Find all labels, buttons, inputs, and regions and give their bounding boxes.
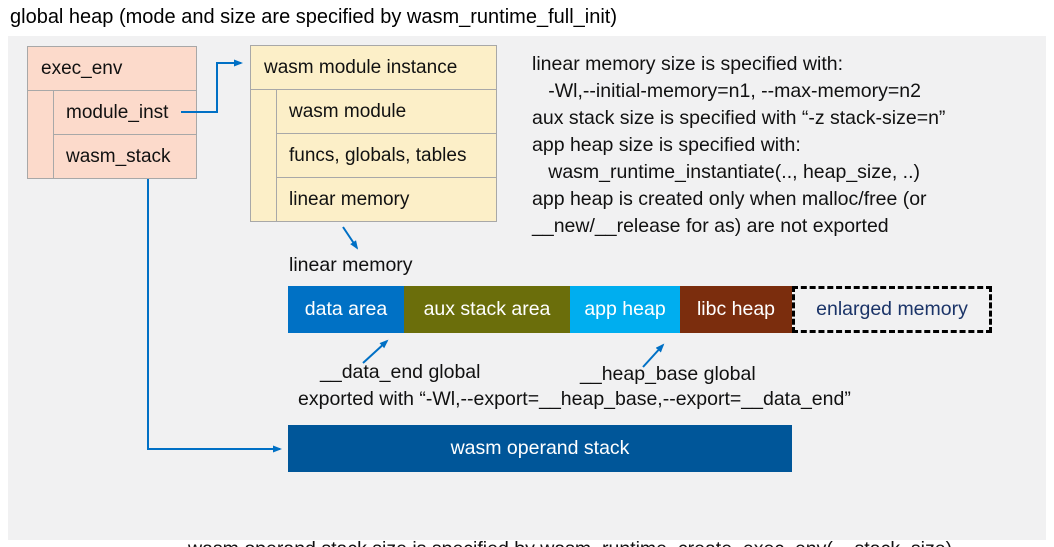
info-line: __new/__release for as) are not exported — [532, 215, 889, 237]
segment-data-area: data area — [288, 286, 404, 333]
segment-app-heap: app heap — [570, 286, 680, 333]
page-title: global heap (mode and size are specified… — [10, 6, 617, 28]
exec-env-box: exec_env module_inst wasm_stack — [27, 46, 197, 179]
heap-base-global-label: __heap_base global — [580, 363, 756, 385]
exec-env-row-module-inst: module_inst — [66, 101, 169, 123]
info-line: app heap size is specified with: — [532, 134, 801, 156]
linear-memory-bar: data area aux stack area app heap libc h… — [288, 286, 992, 333]
info-line: -Wl,--initial-memory=n1, --max-memory=n2 — [532, 80, 921, 102]
memory-size-info-text: linear memory size is specified with: -W… — [532, 51, 945, 240]
module-instance-row-wasm-module: wasm module — [289, 100, 407, 122]
exec-env-header: exec_env — [28, 47, 196, 91]
module-instance-row-funcs-globals-tables: funcs, globals, tables — [277, 133, 496, 177]
module-instance-rows: wasm module funcs, globals, tables linea… — [276, 90, 496, 221]
info-line: wasm_runtime_instantiate(.., heap_size, … — [532, 161, 921, 183]
segment-enlarged-memory: enlarged memory — [792, 286, 992, 333]
info-line: aux stack size is specified with “-z sta… — [532, 107, 946, 129]
exec-env-row-wasm-stack: wasm_stack — [54, 134, 196, 178]
module-instance-box: wasm module instance wasm module funcs, … — [250, 45, 497, 222]
info-line: linear memory size is specified with: — [532, 53, 844, 75]
exec-env-rows: module_inst wasm_stack — [53, 91, 196, 178]
linear-memory-label: linear memory — [289, 254, 413, 276]
wasm-operand-stack-bar: wasm operand stack — [288, 425, 792, 472]
segment-aux-stack-area: aux stack area — [404, 286, 570, 333]
info-line: app heap is created only when malloc/fre… — [532, 188, 927, 210]
operand-stack-size-info-text: wasm operand stack size is specified by … — [188, 482, 952, 547]
module-instance-header: wasm module instance — [251, 46, 496, 90]
module-instance-row-linear-memory: linear memory — [277, 177, 496, 221]
segment-libc-heap: libc heap — [680, 286, 792, 333]
footer-line: wasm operand stack size is specified by … — [188, 536, 952, 547]
data-end-global-label: __data_end global — [320, 361, 481, 383]
exported-with-label: exported with “-Wl,--export=__heap_base,… — [298, 388, 851, 410]
